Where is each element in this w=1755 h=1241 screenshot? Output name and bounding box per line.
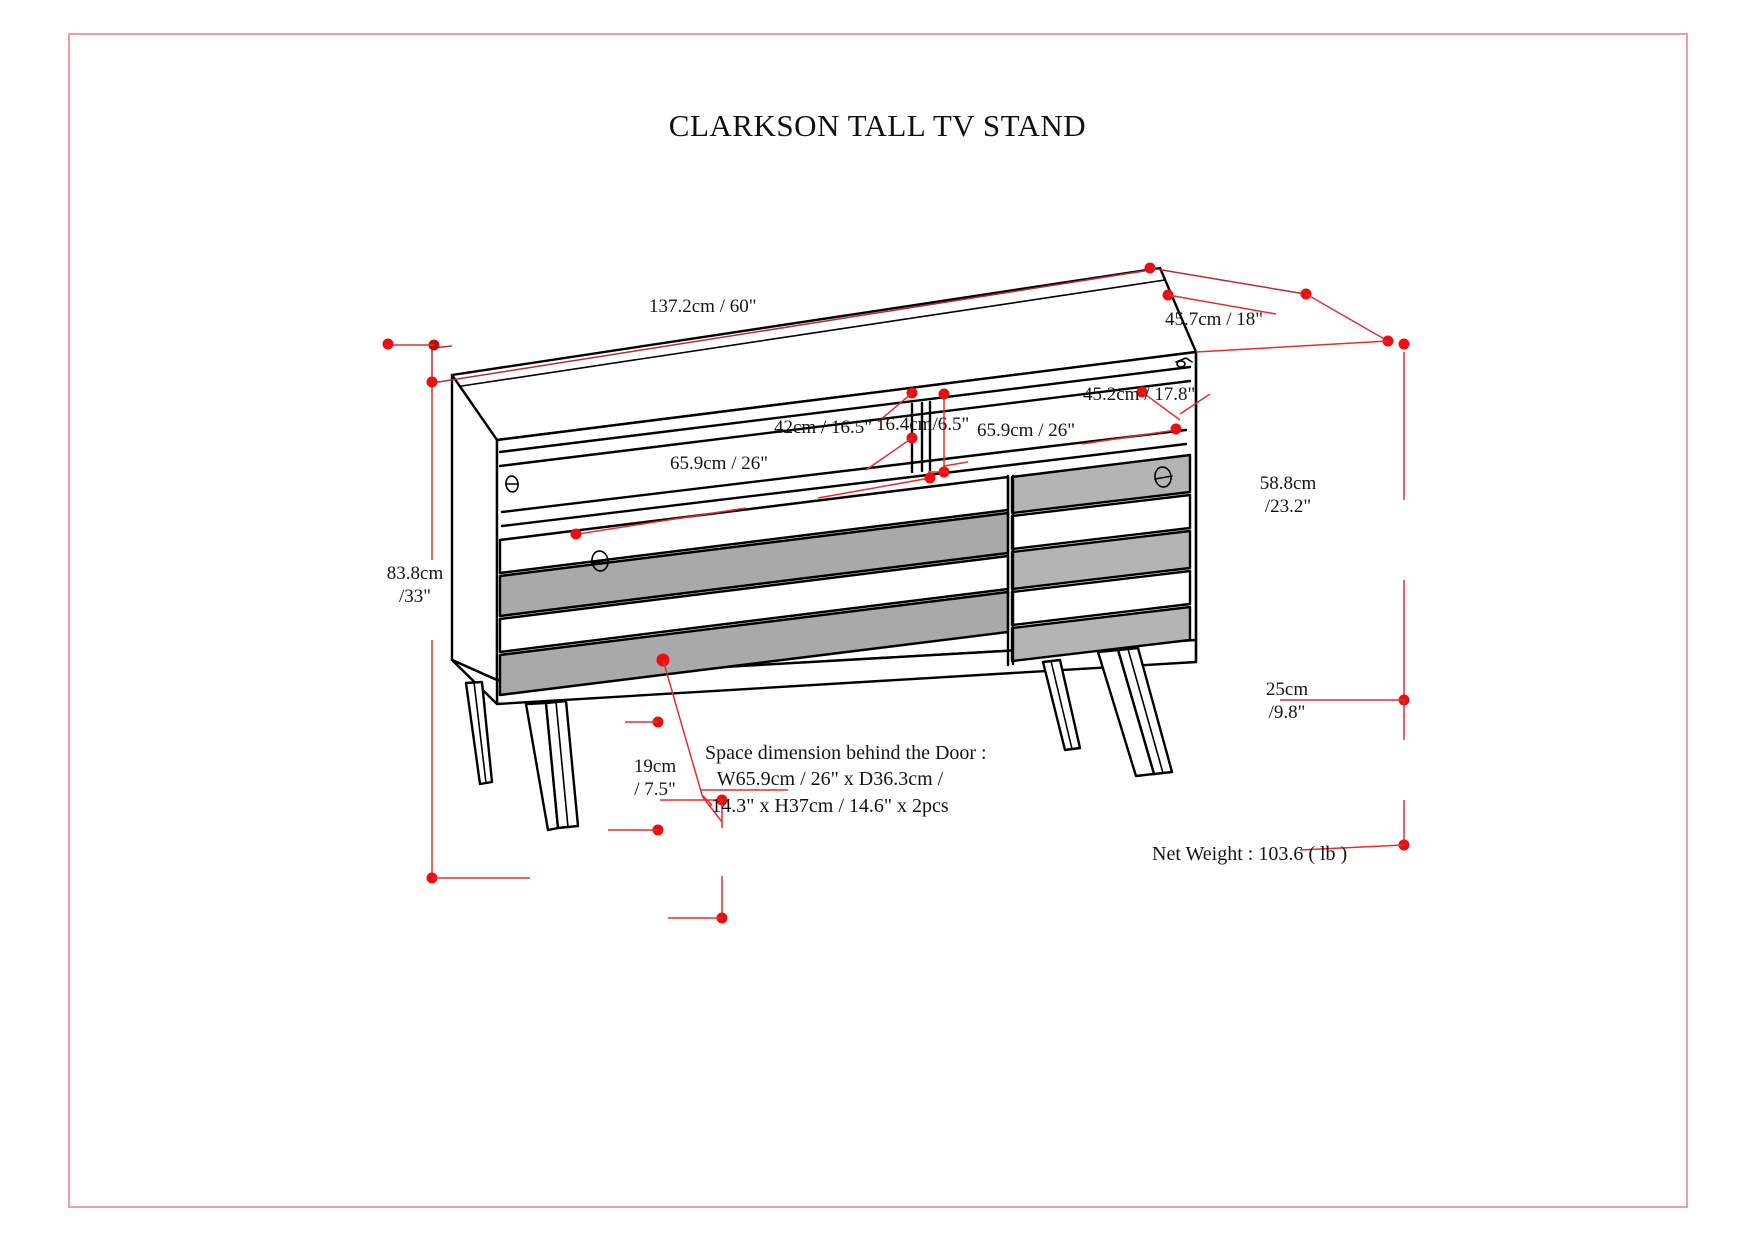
dim-divider-width: 16.4cm/6.5" [876,414,970,435]
door-space-note: Space dimension behind the Door : W65.9c… [705,740,987,819]
dim-shelf-right-width: 65.9cm / 26" [977,420,1075,441]
dim-cabinet-height-line2: /23.2" [1264,496,1312,518]
dim-total-height-line1: 83.8cm [386,563,444,584]
door-space-note-line1: Space dimension behind the Door : [705,742,987,764]
dim-cabinet-height-line1: 58.8cm [1259,473,1317,494]
dim-leg-height-line1: 25cm [1265,679,1309,700]
dim-leg-clearance: 19cm / 7.5" [612,755,698,801]
dim-shelf-left-height: 42cm / 16.5" [774,417,872,438]
dim-leg-clearance-line1: 19cm [633,756,677,777]
dim-depth-top-right: 45.7cm / 18" [1165,309,1263,330]
dim-leg-clearance-line2: / 7.5" [634,779,676,801]
dim-leg-height: 25cm /9.8" [1232,678,1342,724]
dim-total-height-line2: /33" [398,586,432,608]
page-border [68,33,1688,1208]
dim-cabinet-height: 58.8cm /23.2" [1228,472,1348,518]
door-space-note-line2: W65.9cm / 26" x D36.3cm / [716,768,944,791]
page-title: CLARKSON TALL TV STAND [668,108,1087,143]
dim-inner-depth-right: 45.2cm / 17.8" [1083,384,1196,405]
dim-width-top: 137.2cm / 60" [649,296,757,317]
dim-shelf-left-width: 65.9cm / 26" [670,453,768,474]
dim-leg-height-line2: /9.8" [1268,702,1306,724]
net-weight-label: Net Weight : 103.6 ( lb ) [1152,843,1348,865]
dim-total-height: 83.8cm /33" [350,562,480,608]
door-space-note-line3: 14.3" x H37cm / 14.6" x 2pcs [711,794,949,817]
